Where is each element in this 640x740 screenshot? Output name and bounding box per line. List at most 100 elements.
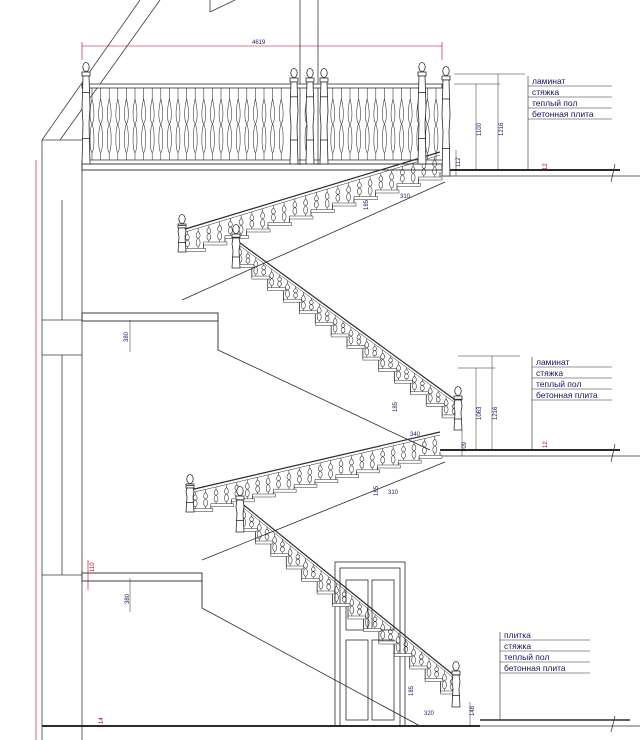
baluster xyxy=(442,670,447,691)
top-post-left xyxy=(81,62,91,165)
legend-upper-item-1: ламинат xyxy=(532,76,566,86)
baluster xyxy=(264,526,270,541)
baluster xyxy=(341,589,347,604)
baluster xyxy=(324,309,330,323)
ground-floor xyxy=(42,715,640,733)
baluster xyxy=(253,257,259,277)
baluster xyxy=(245,479,250,499)
dim-landing-upper: 380 xyxy=(124,331,130,342)
baluster xyxy=(332,315,338,334)
baluster xyxy=(395,633,401,654)
handrail xyxy=(189,431,441,491)
baluster xyxy=(388,355,393,369)
baluster xyxy=(380,350,385,369)
baluster xyxy=(428,384,433,404)
baluster xyxy=(106,88,112,160)
baluster xyxy=(347,88,353,160)
baluster xyxy=(301,292,306,311)
tread xyxy=(246,228,271,233)
baluster xyxy=(378,172,384,190)
tread xyxy=(332,202,357,207)
tread xyxy=(394,653,412,657)
baluster xyxy=(400,166,405,184)
baluster xyxy=(201,88,207,160)
legend-lower-item-4: бетонная плита xyxy=(504,663,566,673)
tread xyxy=(210,503,234,507)
dim-tread-lower: 320 xyxy=(424,711,435,717)
tread xyxy=(315,322,334,326)
baluster xyxy=(285,280,290,300)
baluster xyxy=(390,88,396,160)
dim-rail-mid-1063: 1063 xyxy=(477,406,483,420)
baluster xyxy=(434,664,439,679)
dim-riser-mid-b: 185 xyxy=(374,485,380,496)
baluster xyxy=(324,189,330,210)
baluster xyxy=(98,88,103,160)
baluster xyxy=(370,450,375,470)
dim-landing-lower: 380 xyxy=(125,593,131,604)
baluster xyxy=(192,88,198,160)
tread xyxy=(394,379,413,384)
handrail xyxy=(239,501,457,678)
baluster xyxy=(422,438,427,456)
tread xyxy=(255,540,274,545)
baluster xyxy=(245,251,251,265)
dim-slab-mid: 12 xyxy=(543,441,549,448)
baluster xyxy=(388,626,393,641)
dim-riser-mid-185: 185 xyxy=(393,401,399,412)
flight-lower-right xyxy=(185,431,446,561)
newel-post xyxy=(231,224,241,269)
baluster xyxy=(278,88,284,160)
tread xyxy=(378,640,397,645)
newel-post xyxy=(451,661,461,708)
baluster xyxy=(303,195,308,216)
baluster xyxy=(272,533,277,554)
legend-upper-item-4: бетонная плита xyxy=(532,109,594,119)
tread xyxy=(418,455,443,459)
tread xyxy=(378,368,397,372)
handrail xyxy=(235,239,459,403)
baluster xyxy=(372,344,377,358)
baluster xyxy=(257,520,262,541)
top-handrail xyxy=(81,83,443,89)
baluster xyxy=(195,228,201,249)
legend-middle-item-2: стяжка xyxy=(536,368,563,378)
tread xyxy=(353,196,378,200)
handrail xyxy=(181,151,441,231)
tread xyxy=(286,565,304,570)
legend-lower-item-1: плитка xyxy=(504,630,531,640)
baluster xyxy=(293,286,298,300)
baluster xyxy=(158,88,164,160)
baluster xyxy=(276,472,281,490)
handrail-underline xyxy=(189,434,441,494)
baluster xyxy=(255,477,260,494)
baluster xyxy=(382,88,387,160)
tread xyxy=(424,678,443,682)
baluster xyxy=(404,367,409,381)
tread xyxy=(418,176,443,181)
baluster xyxy=(443,396,449,415)
baluster xyxy=(411,441,417,461)
baluster xyxy=(277,274,282,288)
baluster xyxy=(390,445,396,465)
top-post-mid-2 xyxy=(305,68,315,165)
top-post-mid-1 xyxy=(289,68,299,165)
tread xyxy=(396,183,421,187)
dim-riser-upper: 185 xyxy=(364,199,370,210)
baluster xyxy=(380,620,385,641)
baluster xyxy=(265,474,271,494)
top-post-mid-3 xyxy=(319,68,329,165)
baluster xyxy=(213,486,219,504)
baluster xyxy=(235,88,241,160)
newel-post xyxy=(453,386,463,431)
baluster xyxy=(339,88,344,160)
legend-lower-item-2: стяжка xyxy=(504,641,531,651)
baluster xyxy=(238,215,244,236)
tread xyxy=(377,464,401,469)
baluster xyxy=(227,88,232,160)
baluster xyxy=(356,332,362,346)
tread xyxy=(267,287,286,291)
baluster xyxy=(399,88,404,160)
baluster xyxy=(260,208,265,229)
legend-lower: плитка стяжка теплый пол бетонная плита xyxy=(504,630,566,673)
